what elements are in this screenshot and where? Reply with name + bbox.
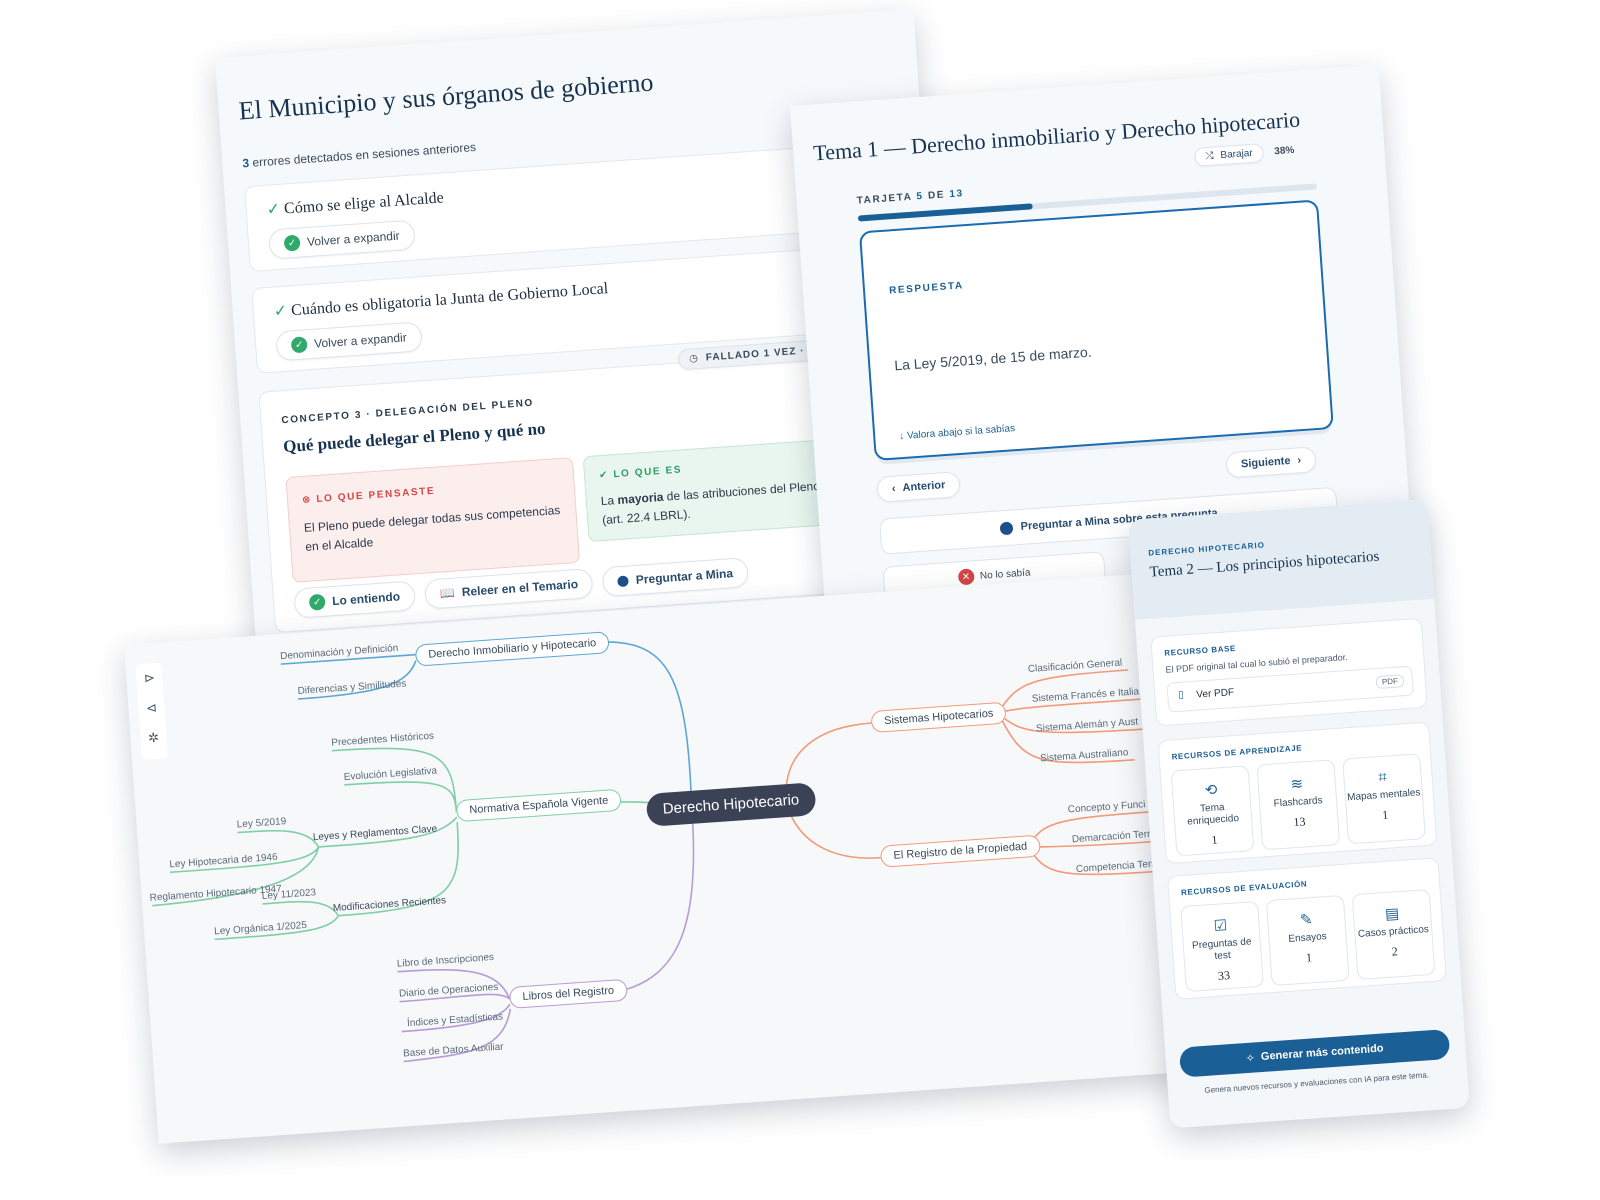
expand-again-button[interactable]: ✓Volver a expandir — [268, 219, 416, 260]
ask-mina-button[interactable]: Preguntar a Mina — [601, 557, 750, 598]
check-circle-icon: ✓ — [283, 234, 301, 252]
check-circle-icon: ✓ — [290, 336, 308, 354]
thought-label: ⊗ LO QUE PENSASTE — [301, 485, 436, 506]
chevron-right-icon: › — [1297, 454, 1302, 467]
refresh-doc-icon: ⟲ — [1204, 781, 1218, 800]
truth-label: ✔ LO QUE ES — [598, 464, 683, 482]
clipboard-check-icon: ☑ — [1213, 917, 1228, 935]
globe-icon — [999, 521, 1014, 535]
expand-again-button[interactable]: ✓Volver a expandir — [275, 321, 423, 362]
briefcase-icon: ▤ — [1384, 905, 1400, 924]
understand-button[interactable]: ✓Lo entiendo — [293, 580, 417, 619]
evaluation-resources-card: RECURSOS DE EVALUACIÓN ☑ Preguntas de te… — [1166, 857, 1447, 1000]
card-counter: TARJETA 5 DE 13 — [856, 188, 965, 207]
arrow-down-icon: ↓ — [898, 430, 905, 443]
flashcard[interactable]: RESPUESTA La Ley 5/2019, de 15 de marzo.… — [858, 199, 1334, 461]
link-leaf — [280, 653, 417, 700]
answer-text: La Ley 5/2019, de 15 de marzo. — [893, 343, 1093, 374]
globe-icon — [617, 574, 630, 587]
mindmap-links — [152, 641, 1173, 1063]
tile-mind-maps[interactable]: ⌗ Mapas mentales 1 — [1342, 753, 1426, 845]
thought-text: El Pleno puede delegar todas sus compete… — [303, 503, 561, 554]
review-item-title: ✓ Cómo se elige al Alcalde — [266, 189, 445, 219]
check-circle-icon: ✓ — [308, 593, 326, 611]
layers-icon: ≋ — [1289, 775, 1304, 794]
topic-header: DERECHO HIPOTECARIO Tema 2 — Los princip… — [1128, 499, 1435, 620]
evaluation-resources-label: RECURSOS DE EVALUACIÓN — [1180, 879, 1308, 898]
review-item-title: ✓ Cuándo es obligatoria la Junta de Gobi… — [273, 280, 609, 321]
base-resource-label: RECURSO BASE — [1164, 643, 1237, 658]
close-circle-icon: ⊗ — [301, 494, 313, 506]
topic-kicker: DERECHO HIPOTECARIO — [1148, 540, 1266, 558]
close-circle-icon: ✕ — [957, 568, 975, 586]
shuffle-button[interactable]: ⤮Barajar — [1193, 143, 1265, 167]
check-icon: ✓ — [266, 200, 281, 219]
progress-percent: 38% — [1273, 144, 1295, 158]
learning-resources-label: RECURSOS DE APRENDIZAJE — [1171, 743, 1303, 762]
tile-enriched-topic[interactable]: ⟲ Tema enriquecido 1 — [1170, 765, 1255, 857]
progress-fill — [857, 203, 1033, 222]
document-icon: ▯ — [1177, 689, 1185, 701]
link-leaf — [152, 829, 320, 907]
mindmap-panel: ⊳ ⊲ ✲ Derecho Hipotecario Derecho Inmobi… — [124, 573, 1187, 1144]
tile-case-studies[interactable]: ▤ Casos prácticos 2 — [1351, 888, 1436, 981]
base-resource-card: RECURSO BASE El PDF original tal cual lo… — [1150, 617, 1428, 727]
book-icon: 📖 — [439, 585, 456, 601]
shuffle-icon: ⤮ — [1205, 150, 1214, 163]
reread-syllabus-button[interactable]: 📖Releer en el Temario — [423, 567, 595, 610]
link-inmobiliario — [589, 641, 693, 806]
generate-content-button[interactable]: ✧Generar más contenido — [1178, 1028, 1451, 1078]
rate-hint: ↓ Valora abajo si la sabías — [898, 423, 1016, 443]
link-leaf — [999, 669, 1163, 764]
pdf-badge: PDF — [1375, 674, 1405, 690]
thought-box: ⊗ LO QUE PENSASTE El Pleno puede delegar… — [285, 457, 581, 583]
link-leaf — [397, 969, 512, 1063]
clock-icon: ◷ — [688, 352, 700, 365]
link-registro — [785, 803, 881, 859]
chevron-left-icon: ‹ — [891, 482, 897, 495]
view-pdf-button[interactable]: ▯ Ver PDF PDF — [1166, 665, 1414, 713]
link-leaf — [318, 747, 459, 917]
link-libros — [619, 810, 695, 993]
next-button[interactable]: Siguiente› — [1225, 446, 1318, 479]
tile-test-questions[interactable]: ☑ Preguntas de test 33 — [1180, 900, 1264, 993]
sparkle-icon: ✧ — [1245, 1051, 1256, 1065]
pencil-icon: ✎ — [1299, 911, 1314, 929]
topic-panel: DERECHO HIPOTECARIO Tema 2 — Los princip… — [1128, 499, 1470, 1129]
learning-resources-card: RECURSOS DE APRENDIZAJE ⟲ Tema enriqueci… — [1157, 721, 1438, 865]
network-icon: ⌗ — [1377, 768, 1388, 787]
page-title: El Municipio y sus órganos de gobierno — [237, 67, 655, 126]
prev-button[interactable]: ‹Anterior — [876, 471, 962, 503]
check-circle-icon: ✔ — [598, 469, 610, 482]
errors-summary: 3 errores detectados en sesiones anterio… — [241, 140, 477, 171]
tile-essays[interactable]: ✎ Ensayos 1 — [1265, 894, 1350, 987]
link-leaf — [214, 900, 340, 941]
check-icon: ✓ — [273, 302, 288, 321]
concept-question: Qué puede delegar el Pleno y qué no — [282, 418, 547, 457]
tile-flashcards[interactable]: ≋ Flashcards 13 — [1256, 759, 1341, 851]
answer-label: RESPUESTA — [888, 280, 965, 297]
